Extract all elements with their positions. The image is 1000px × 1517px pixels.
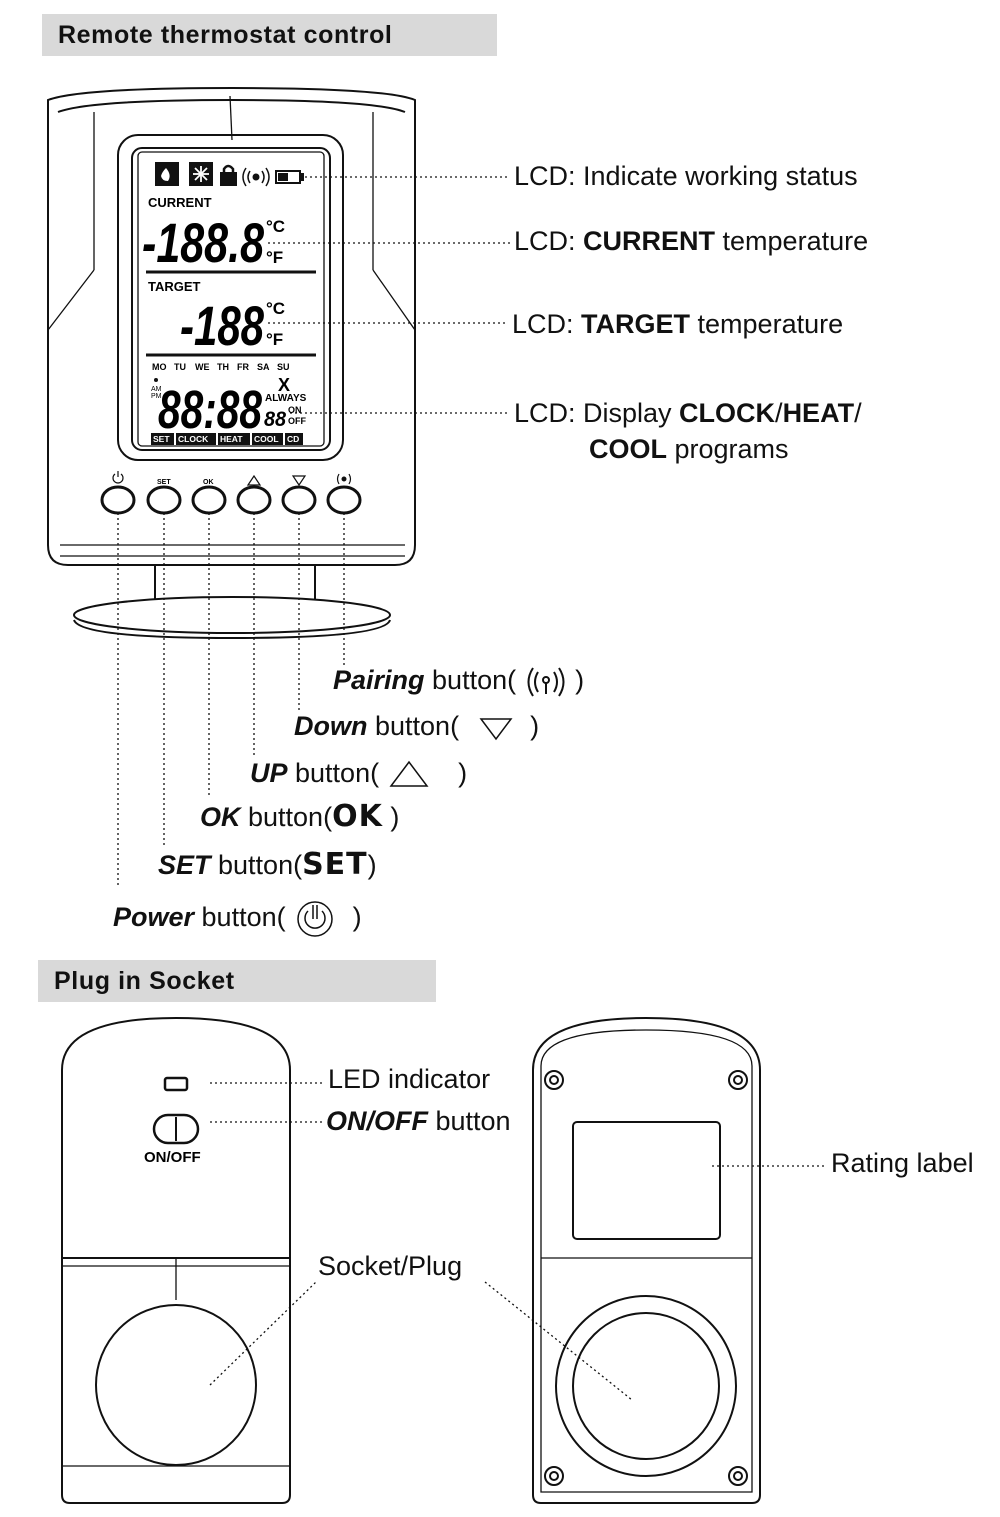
lcd-cross: X [278, 375, 290, 395]
lcd-mode-heat: HEAT [220, 434, 243, 444]
lcd-clock-digits: 88:88 [158, 380, 262, 440]
set-symbol: SET [302, 847, 368, 882]
callout-lcd-programs-line2: COOL programs [589, 436, 789, 463]
button-close: ) [567, 665, 585, 696]
button-close: ) [450, 758, 468, 789]
ok-button-mark: OK [203, 479, 214, 486]
callout-text: temperature [715, 226, 869, 256]
power-icon [297, 901, 333, 937]
button-text: button( [240, 802, 333, 832]
callout-socket-plug: Socket/Plug [318, 1251, 463, 1281]
button-text: button( [210, 850, 303, 880]
down-triangle-icon [479, 718, 513, 741]
lcd-off: OFF [288, 416, 306, 426]
callout-ok-button: OK button(OK ) [200, 802, 399, 832]
callout-bold: COOL [589, 434, 667, 464]
callout-lcd-current: LCD: CURRENT temperature [514, 228, 868, 255]
callout-bold: CURRENT [583, 226, 716, 256]
lcd-day: MO [152, 362, 167, 372]
lcd-target-unit-c: °C [266, 299, 285, 318]
set-button-mark: SET [157, 479, 171, 486]
lcd-day: SA [257, 362, 270, 372]
button-close: ) [522, 711, 540, 742]
lcd-mode-set: SET [153, 434, 170, 444]
onoff-caption: ON/OFF [144, 1149, 201, 1166]
callout-down-button: Down button( ) [294, 713, 539, 743]
callout-bold: HEAT [782, 398, 855, 428]
lcd-target-unit-f: °F [266, 330, 283, 349]
button-name: Power [113, 902, 195, 933]
callout-lcd-target: LCD: TARGET temperature [512, 311, 843, 338]
lcd-day: SU [277, 362, 290, 372]
lcd-day: WE [195, 362, 210, 372]
lcd-day: FR [237, 362, 249, 372]
button-name: SET [158, 850, 211, 880]
section-title-socket: Plug in Socket [38, 960, 436, 1002]
pairing-icon [527, 667, 565, 697]
callout-text: programs [667, 434, 789, 464]
button-name: UP [250, 758, 288, 789]
callout-onoff-button: ON/OFF button [326, 1108, 511, 1135]
lcd-small-digits: 88 [264, 408, 286, 431]
callout-prefix: LCD: [514, 226, 584, 256]
callout-prefix: LCD: Display [514, 398, 680, 428]
button-close: ) [382, 802, 400, 832]
button-text: button( [194, 902, 286, 933]
lcd-mode-cd: CD [287, 434, 299, 444]
lcd-always: ALWAYS [265, 393, 307, 404]
callout-led-indicator: LED indicator [328, 1064, 491, 1094]
lcd-target-digits: -188 [180, 294, 265, 357]
section-title-thermostat: Remote thermostat control [42, 14, 497, 56]
button-close: ) [345, 902, 362, 933]
lcd-current-digits: -188.8 [142, 211, 265, 274]
lcd-am: AM [151, 386, 162, 393]
callout-power-button: Power button( ) [113, 900, 362, 938]
button-text: button( [287, 758, 380, 789]
lcd-day: TH [217, 362, 229, 372]
callout-prefix: LCD: [514, 161, 584, 191]
callout-text: temperature [690, 309, 844, 339]
button-name: Down [294, 711, 368, 742]
lcd-on: ON [288, 405, 302, 415]
callout-bold: CLOCK [679, 398, 776, 428]
callout-prefix: LCD: [512, 309, 582, 339]
button-name: OK [200, 802, 241, 832]
lcd-mode-clock: CLOCK [178, 434, 209, 444]
callout-set-button: SET button(SET) [158, 850, 377, 880]
lcd-target-label: TARGET [148, 279, 201, 294]
callout-up-button: UP button( ) [250, 758, 467, 792]
lcd-pm: PM [151, 393, 162, 400]
lcd-mode-cool: COOL [254, 434, 279, 444]
callout-lcd-status: LCD: Indicate working status [514, 163, 858, 190]
callout-bold: TARGET [581, 309, 691, 339]
button-text: button( [367, 711, 460, 742]
up-triangle-icon [389, 760, 429, 787]
button-name: ON/OFF [326, 1106, 428, 1136]
button-text: button( [424, 665, 517, 696]
lcd-day: TU [174, 362, 186, 372]
lcd-current-unit-f: °F [266, 248, 283, 267]
button-name: Pairing [333, 665, 425, 696]
callout-text: Indicate working status [583, 161, 858, 191]
button-text: button [428, 1106, 511, 1136]
callout-sep: / [775, 398, 783, 428]
callout-pairing-button: Pairing button( ) [333, 666, 584, 698]
callout-sep: / [854, 398, 862, 428]
button-close: ) [367, 850, 377, 880]
lcd-current-unit-c: °C [266, 217, 285, 236]
lcd-current-label: CURRENT [148, 195, 212, 210]
ok-symbol: OK [332, 799, 383, 834]
callout-rating-label: Rating label [831, 1148, 974, 1178]
callout-lcd-programs: LCD: Display CLOCK/HEAT/ [514, 400, 862, 427]
